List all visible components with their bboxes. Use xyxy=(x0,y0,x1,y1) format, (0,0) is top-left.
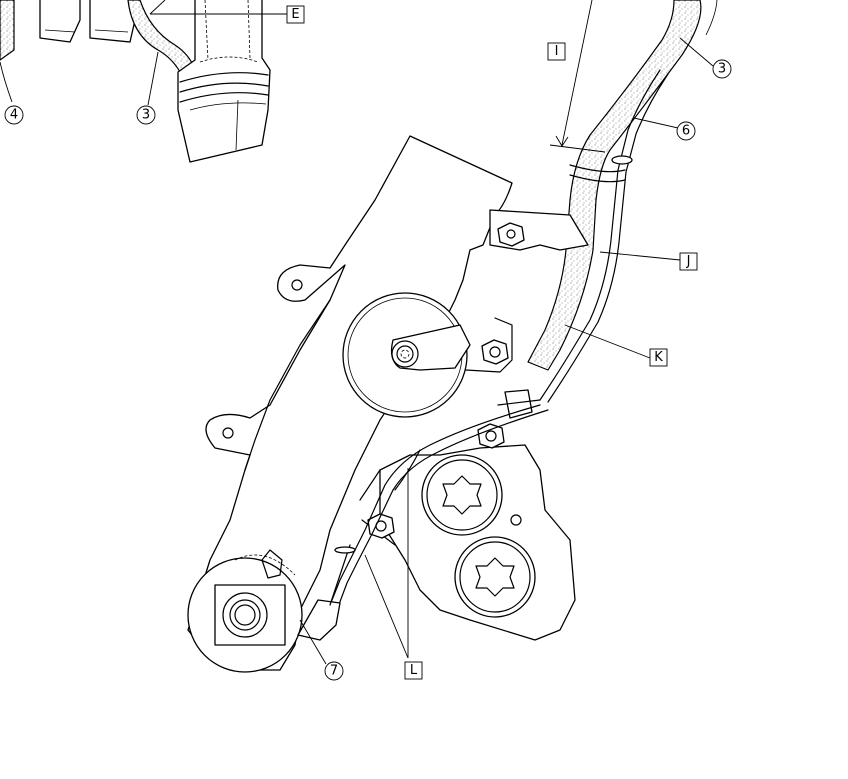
bolt-head xyxy=(497,222,525,247)
brake-caliper xyxy=(359,389,576,641)
label-J: J xyxy=(679,252,698,271)
label-E: E xyxy=(286,5,305,24)
bolt-head xyxy=(477,423,505,449)
callout-3-right: 3 xyxy=(712,59,732,79)
caliper-bracket xyxy=(187,135,513,671)
bolt-head xyxy=(367,513,395,539)
svg-text:E: E xyxy=(291,7,299,22)
svg-text:L: L xyxy=(410,663,418,678)
callout-7: 7 xyxy=(324,661,344,681)
callout-3-left: 3 xyxy=(136,105,156,125)
svg-text:6: 6 xyxy=(682,124,690,139)
svg-text:K: K xyxy=(654,350,663,365)
svg-text:I: I xyxy=(555,44,559,59)
label-L: L xyxy=(404,661,423,680)
brake-line xyxy=(539,69,669,403)
bolt-head xyxy=(481,339,509,365)
speed-sensor xyxy=(297,599,341,641)
callout-4: 4 xyxy=(4,105,24,125)
svg-text:4: 4 xyxy=(10,108,18,123)
mounting-hole xyxy=(291,279,303,291)
label-K: K xyxy=(649,348,668,367)
brake-hose xyxy=(527,0,702,371)
upper-fork-detail xyxy=(0,0,271,163)
label-I: I xyxy=(547,42,566,61)
wheel-axle-hub xyxy=(187,549,303,673)
callout-6: 6 xyxy=(676,121,696,141)
svg-text:J: J xyxy=(686,254,691,269)
svg-text:7: 7 xyxy=(330,664,338,679)
svg-text:3: 3 xyxy=(718,62,726,77)
leader-lines xyxy=(0,0,714,665)
svg-text:3: 3 xyxy=(142,108,150,123)
mounting-hole xyxy=(222,427,234,439)
